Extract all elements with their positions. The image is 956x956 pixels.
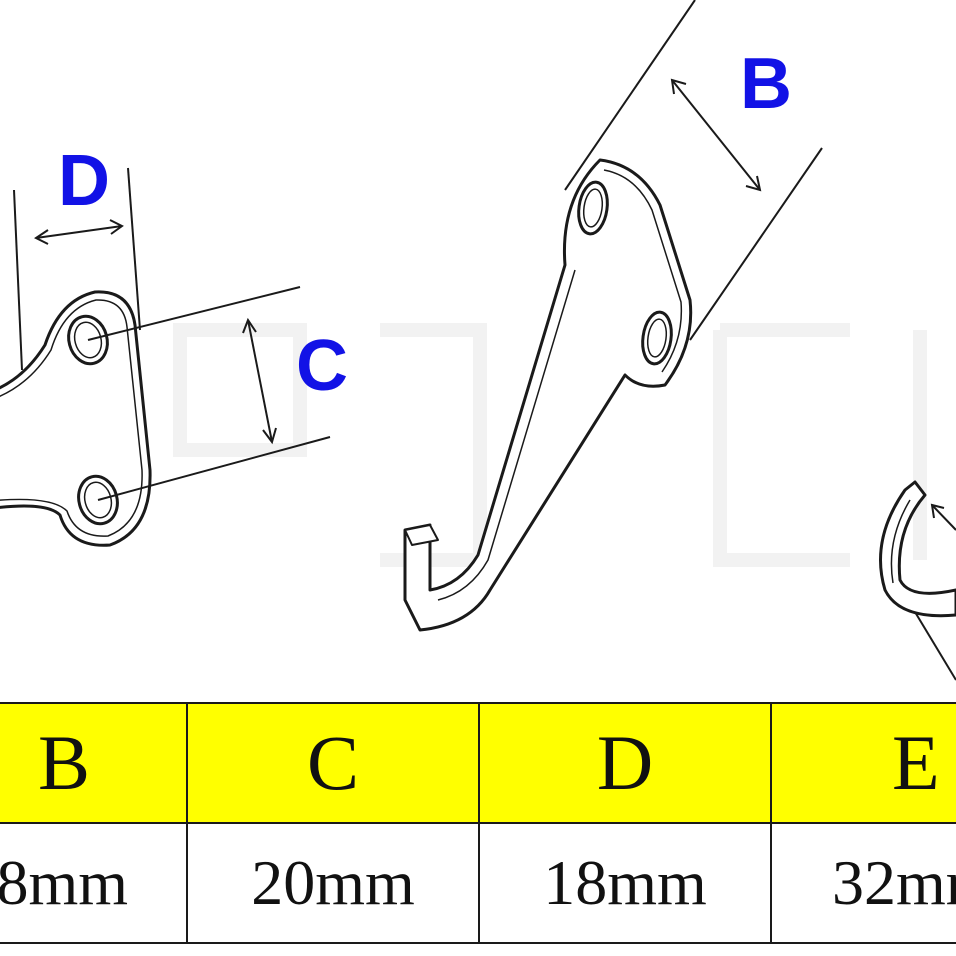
header-cell-b: B	[0, 702, 188, 824]
value-cell-b: 18mm	[0, 822, 188, 944]
dimension-label-d: D	[58, 141, 110, 221]
center-hook	[403, 158, 693, 632]
header-cell-d: D	[478, 702, 772, 824]
table-value-row: 18mm 20mm 18mm 32mm	[0, 822, 956, 944]
hook-drawing: D C B	[0, 0, 956, 681]
value-cell-e: 32mm	[770, 822, 956, 944]
dimension-label-b: B	[740, 44, 792, 124]
center-dimension-lines	[564, 0, 823, 341]
header-cell-e: E	[770, 702, 956, 824]
dimension-label-c: C	[296, 326, 348, 406]
right-dimension-lines	[914, 503, 956, 681]
header-cell-c: C	[186, 702, 480, 824]
value-cell-d: 18mm	[478, 822, 772, 944]
specification-table: B C D E 18mm 20mm 18mm 32mm	[0, 702, 956, 944]
value-cell-c: 20mm	[186, 822, 480, 944]
table-header-row: B C D E	[0, 702, 956, 824]
left-dimension-lines	[13, 167, 331, 501]
